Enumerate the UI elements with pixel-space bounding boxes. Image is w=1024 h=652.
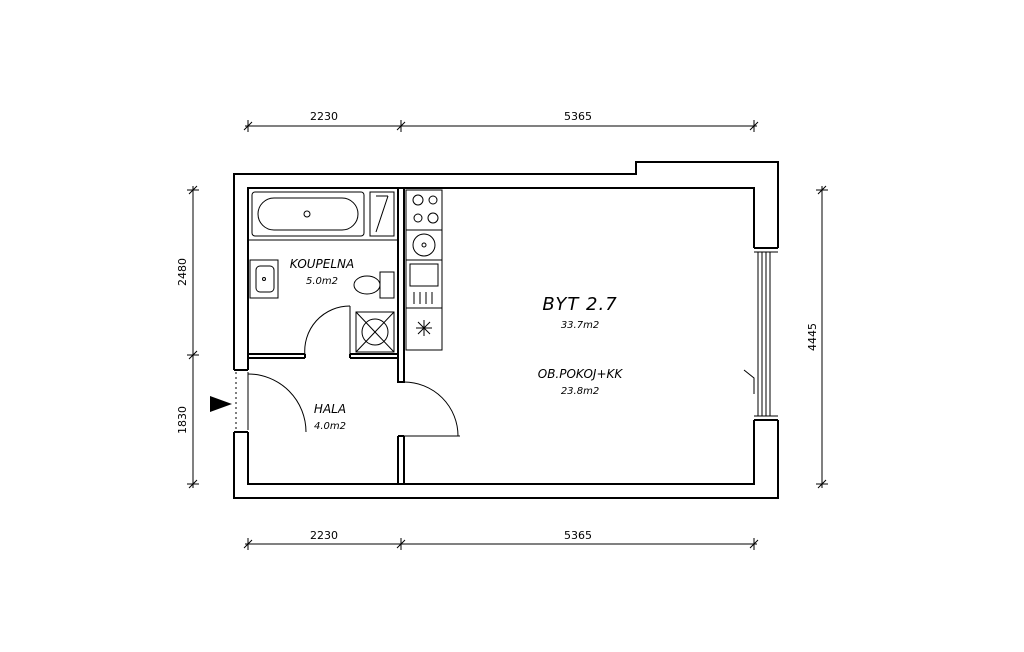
dim-bottom-right: 5365 bbox=[564, 529, 592, 542]
dim-top-right: 5365 bbox=[564, 110, 592, 123]
oven-icon bbox=[409, 263, 439, 304]
hall-name: HALA bbox=[314, 402, 346, 416]
unit-name: BYT 2.7 bbox=[542, 294, 617, 315]
walls bbox=[233, 161, 779, 499]
washbasin-icon bbox=[249, 259, 279, 299]
dim-left-lower: 1830 bbox=[176, 406, 189, 434]
dim-left-upper: 2480 bbox=[176, 258, 189, 286]
toilet-icon bbox=[353, 271, 395, 299]
bathtub-icon bbox=[251, 191, 365, 237]
fridge-icon bbox=[416, 320, 432, 336]
window bbox=[743, 251, 778, 417]
living-area: 23.8m2 bbox=[561, 386, 599, 397]
washing-machine-icon bbox=[355, 311, 395, 353]
sink-icon bbox=[412, 233, 436, 257]
doors bbox=[235, 305, 460, 437]
hall-area: 4.0m2 bbox=[314, 421, 346, 432]
dimension-lines bbox=[187, 120, 828, 550]
dim-right-total: 4445 bbox=[806, 323, 819, 351]
cabinet-icon bbox=[369, 191, 395, 237]
cooktop-icon bbox=[412, 194, 439, 224]
dim-top-left: 2230 bbox=[310, 110, 338, 123]
bathroom-area: 5.0m2 bbox=[306, 276, 338, 287]
dim-bottom-left: 2230 bbox=[310, 529, 338, 542]
entrance-arrow-icon bbox=[210, 396, 232, 412]
kitchen-counter bbox=[405, 189, 443, 351]
unit-area: 33.7m2 bbox=[561, 320, 599, 331]
bathroom-name: KOUPELNA bbox=[290, 257, 354, 271]
living-name: OB.POKOJ+KK bbox=[538, 367, 624, 381]
